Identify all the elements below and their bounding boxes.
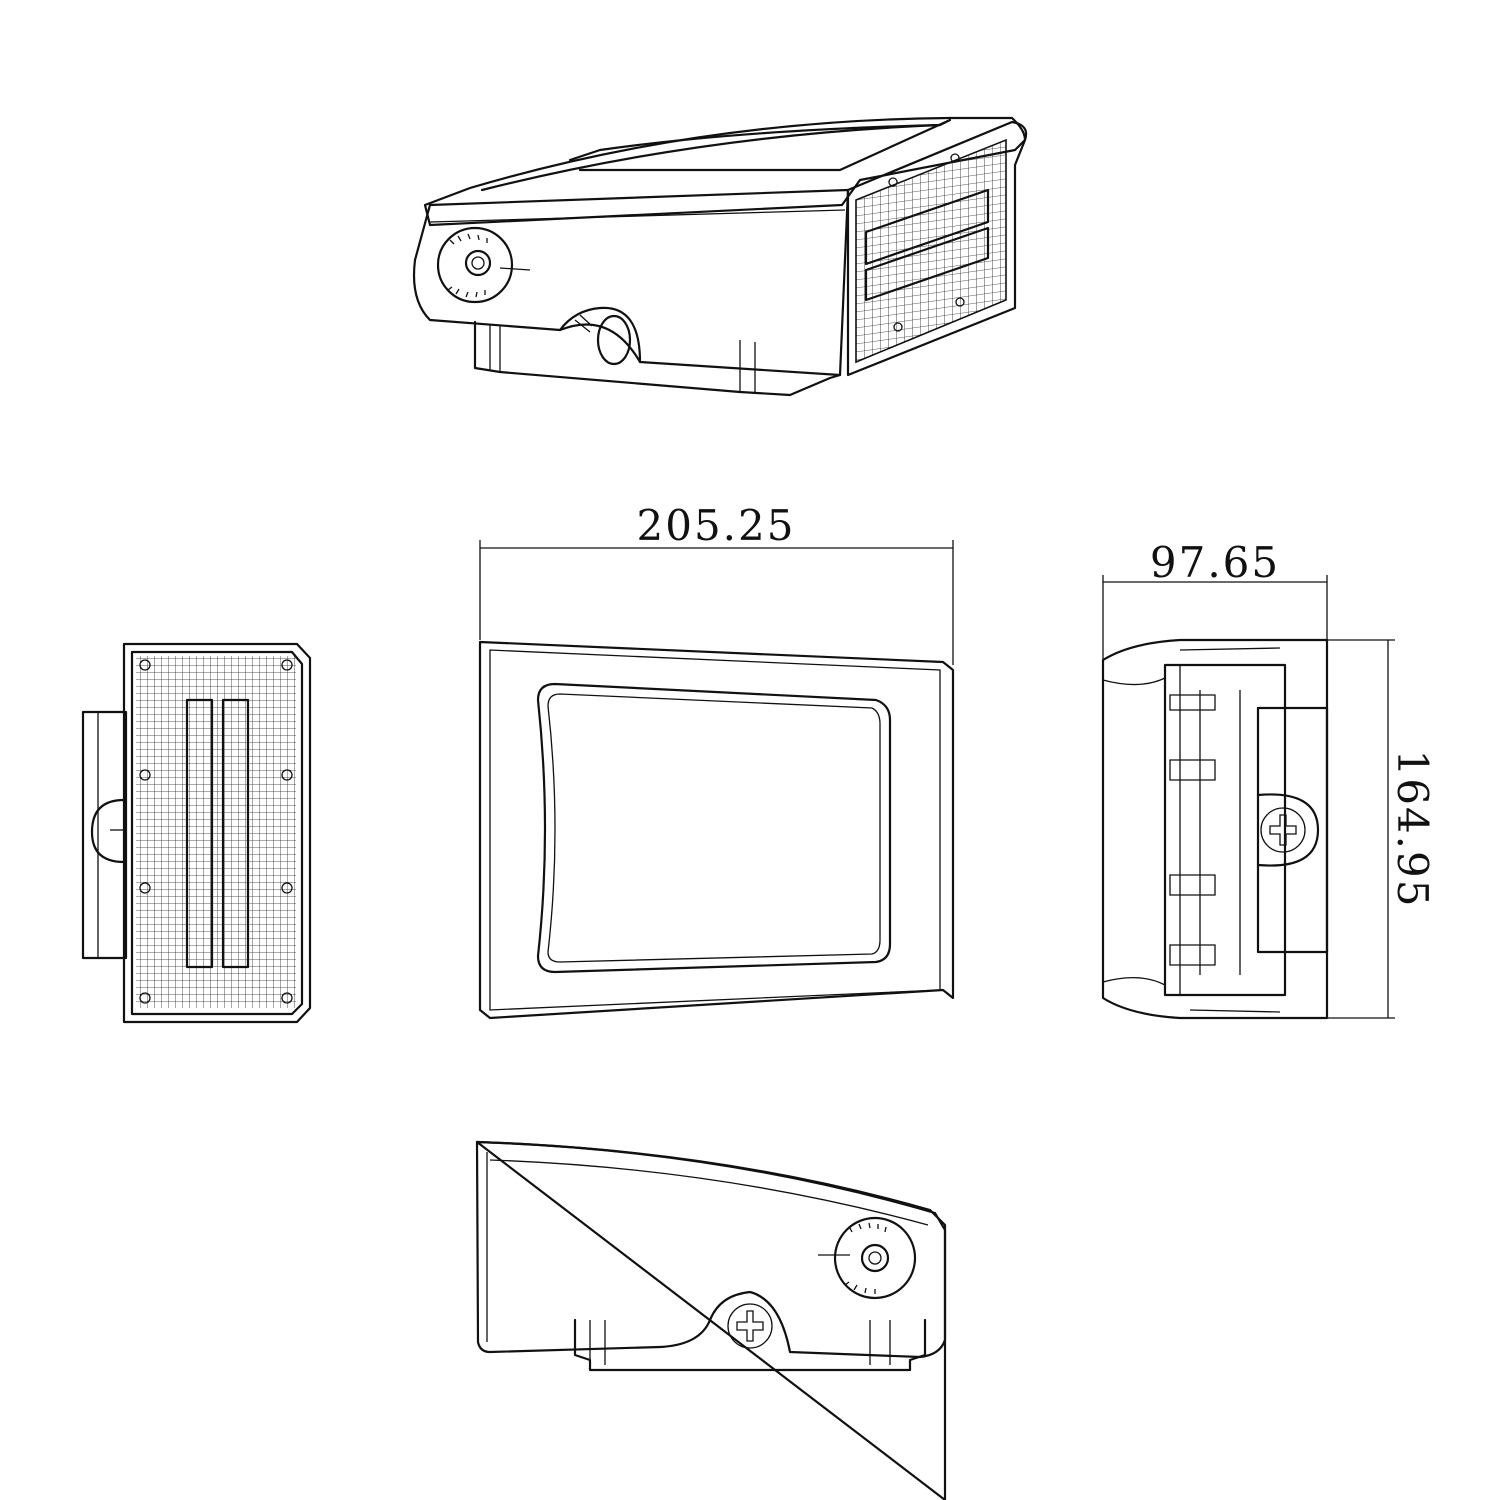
dial-icon [436, 226, 531, 304]
dimension-depth-label: 97.65 [1150, 538, 1280, 587]
bottom-view [475, 1140, 947, 1500]
front-view [478, 640, 955, 1020]
dimension-height-label: 164.95 [1388, 750, 1437, 909]
dimension-height: 164.95 [1327, 639, 1437, 1019]
dimension-depth: 97.65 [1102, 538, 1328, 660]
dimension-width-label: 205.25 [637, 501, 796, 550]
dimension-width: 205.25 [479, 501, 954, 665]
dial-icon [818, 1216, 917, 1300]
isometric-view [412, 116, 1028, 397]
right-view [1101, 638, 1329, 1020]
left-view [81, 642, 312, 1024]
